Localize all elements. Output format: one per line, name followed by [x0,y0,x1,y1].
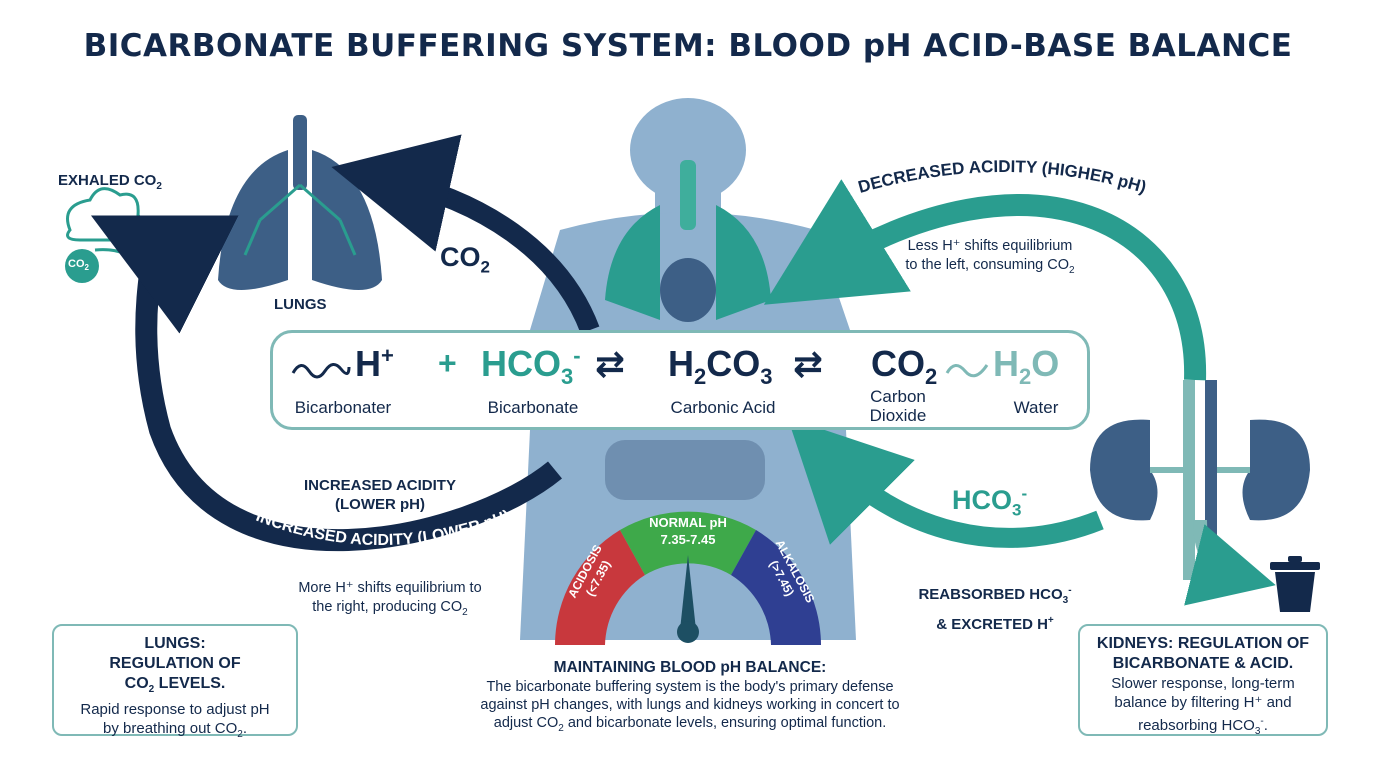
page-title: BICARBONATE BUFFERING SYSTEM: BLOOD pH A… [83,28,1293,64]
kidney-to-bin-arrow [1184,519,1276,606]
increased-acidity-note: More H⁺ shifts equilibrium to the right,… [298,580,482,618]
co2-arrow-label: CO2 [440,242,490,277]
decreased-acidity-arc-label: DECREASED ACIDITY (HIGHER pH) [856,157,1148,197]
kidneys-box-heading: KIDNEYS: REGULATION OF [1096,635,1310,652]
tilde-icon [945,364,989,378]
exhaled-co2-label: EXHALED CO2 [58,172,162,192]
lungs-info-box: LUNGS: REGULATION OF CO2 LEVELS. Rapid r… [52,624,298,740]
cloud-co2-badge: CO2 [68,258,89,273]
equation-label-water: Water [1013,398,1059,417]
body-organs [605,160,771,500]
gauge-normal-label: NORMAL pH 7.35-7.45 [649,515,727,547]
equation-term-co2: CO2 [871,343,938,390]
hco3-arrow-label: HCO3- [952,484,1028,520]
equilibrium-arrows-1: ⇄ [595,343,626,384]
equation-label-bicarbonater: Bicarbonater [294,398,392,417]
co2-to-lungs-arc [331,134,600,334]
summary-heading: MAINTAINING BLOOD pH BALANCE: [553,659,827,676]
decreased-acidity-arc [763,179,1207,381]
trash-can-icon [1270,556,1320,612]
gauge-acidosis-segment [555,530,645,645]
equation-label-carbonic-acid: Carbonic Acid [670,398,776,417]
kidneys-icon [1090,380,1310,580]
kidneys-info-box: KIDNEYS: REGULATION OF BICARBONATE & ACI… [1078,624,1328,737]
increased-acidity-arc [91,215,562,551]
equilibrium-arrows-2: ⇄ [793,343,824,384]
summary-text: MAINTAINING BLOOD pH BALANCE: The bicarb… [440,658,940,738]
equation-label-carbon-dioxide: Carbon Dioxide [869,387,927,425]
ph-gauge [555,511,821,645]
equation-term-hco3: HCO3- [481,343,581,390]
lungs-icon [218,115,382,290]
equation-plus: + [438,345,457,381]
gauge-normal-segment [620,511,756,575]
increased-acidity-label: INCREASED ACIDITY (LOWER pH) [304,477,456,513]
equation-term-h2co3: H2CO3 [668,343,773,390]
equation-term-h: H+ [355,343,394,384]
wave-icon [291,363,351,379]
decreased-acidity-note: Less H⁺ shifts equilibrium to the left, … [905,238,1075,276]
lungs-label: LUNGS [274,296,327,313]
gauge-needle [680,555,696,630]
hco3-reabsorption-arrow [787,417,1104,548]
lungs-box-heading: LUNGS: [144,635,206,652]
equation-term-h2o: H2O [993,343,1060,390]
reabsorbed-excreted-label: REABSORBED HCO3- & EXCRETED H+ [918,585,1072,633]
gauge-alkalosis-segment [731,530,821,645]
equilibrium-equation-box: H+ + HCO3- ⇄ H2CO3 ⇄ CO2 H2O Bicarbonate… [270,330,1090,430]
equation-label-bicarbonate: Bicarbonate [487,398,579,417]
